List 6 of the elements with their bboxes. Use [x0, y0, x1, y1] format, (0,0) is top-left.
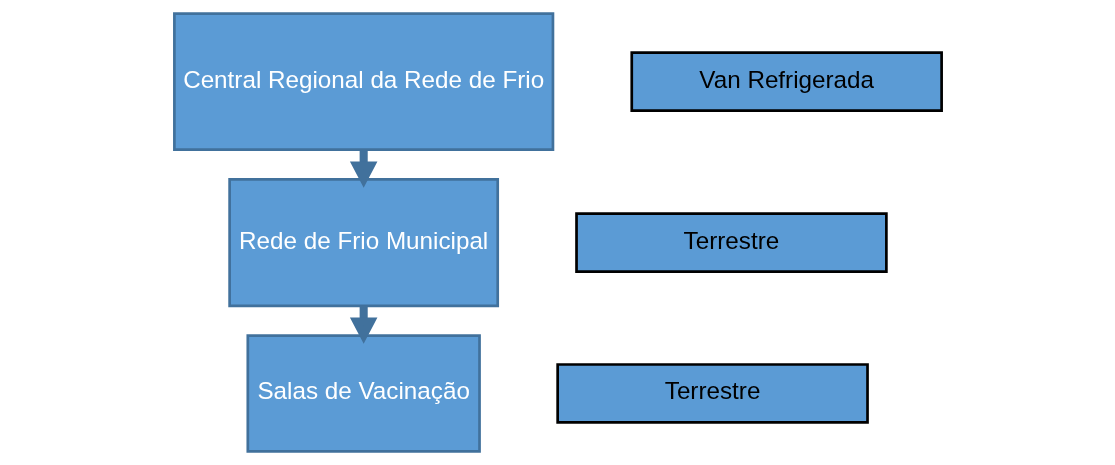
node-box: Central Regional da Rede de Frio: [172, 12, 554, 151]
node-box: Salas de Vacinação: [245, 334, 481, 453]
node-box: Terrestre: [555, 363, 869, 424]
node-box: Terrestre: [574, 212, 888, 273]
node-box: Van Refrigerada: [629, 51, 943, 112]
node-box: Rede de Frio Municipal: [227, 177, 499, 308]
